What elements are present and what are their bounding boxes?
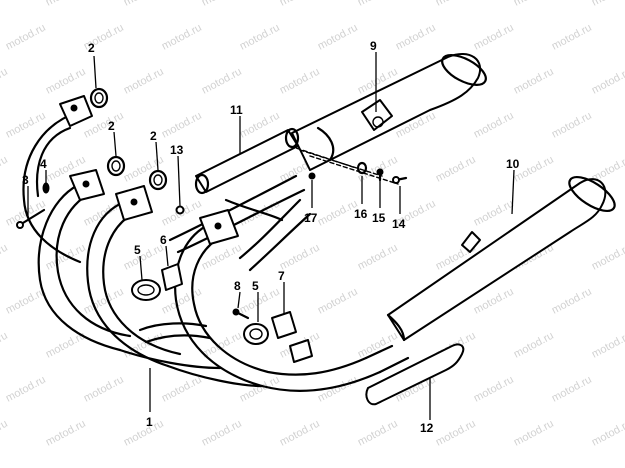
callout-7: 7 (278, 269, 285, 283)
lower-muffler (386, 175, 616, 342)
callout-11: 11 (230, 103, 243, 117)
watermark-text: motod.ru (0, 66, 10, 97)
watermark-text: motod.ru (4, 374, 48, 405)
watermark-text: motod.ru (122, 66, 166, 97)
watermark-text: motod.ru (0, 0, 10, 9)
watermark-text: motod.ru (512, 66, 556, 97)
watermark-text: motod.ru (316, 22, 360, 53)
callout-5b: 5 (252, 279, 259, 293)
watermark-text: motod.ru (512, 330, 556, 361)
watermark-text: motod.ru (122, 418, 166, 449)
watermark-text: motod.ru (472, 110, 516, 141)
watermark-text: motod.ru (200, 0, 244, 9)
watermark-text: motod.ru (472, 374, 516, 405)
watermark-text: motod.ru (122, 154, 166, 185)
callout-14: 14 (392, 217, 406, 231)
watermark-text: motod.ru (434, 418, 478, 449)
watermark-text: motod.ru (394, 22, 438, 53)
watermark-text: motod.ru (278, 418, 322, 449)
watermark-text: motod.ru (434, 154, 478, 185)
leader-lines (27, 52, 515, 420)
watermark-text: motod.ru (434, 0, 478, 9)
watermark-text: motod.ru (356, 0, 400, 9)
watermark-text: motod.ru (472, 22, 516, 53)
small-hardware (175, 161, 408, 215)
watermark-text: motod.ru (512, 0, 556, 9)
callout-10: 10 (506, 157, 520, 171)
watermark-text: motod.ru (590, 330, 625, 361)
watermark-text: motod.ru (122, 0, 166, 9)
callout-12: 12 (420, 421, 434, 435)
callout-9: 9 (370, 39, 377, 53)
crossover-bracket (194, 127, 300, 222)
callout-13: 13 (170, 143, 184, 157)
watermark-text: motod.ru (550, 110, 594, 141)
watermark-text: motod.ru (550, 22, 594, 53)
watermark-text: motod.ru (550, 374, 594, 405)
watermark-text: motod.ru (590, 66, 625, 97)
watermark-text: motod.ru (512, 418, 556, 449)
watermark-text: motod.ru (200, 242, 244, 273)
watermark-text: motod.ru (278, 242, 322, 273)
muffler-bracket (361, 99, 393, 131)
callout-15: 15 (372, 211, 386, 225)
watermark-text: motod.ru (44, 66, 88, 97)
header-pipes (22, 110, 410, 392)
watermark-text: motod.ru (356, 242, 400, 273)
watermark-text: motod.ru (200, 418, 244, 449)
watermark-text: motod.ru (590, 418, 625, 449)
bolt-8 (232, 308, 250, 320)
callout-1: 1 (146, 415, 153, 429)
watermark-text: motod.ru (0, 418, 10, 449)
watermark-text: motod.ru (238, 22, 282, 53)
callout-2b: 2 (108, 119, 115, 133)
watermark-text: motod.ru (160, 374, 204, 405)
watermark-text: motod.ru (0, 154, 10, 185)
callout-labels: 2 2 2 3 4 5 5 6 7 8 9 10 11 12 13 14 15 … (22, 39, 520, 435)
callout-2c: 2 (150, 129, 157, 143)
watermark-text: motod.ru (4, 286, 48, 317)
watermark-text: motod.ru (356, 330, 400, 361)
bolt-and-washer (16, 182, 50, 229)
watermark-text: motod.ru (200, 66, 244, 97)
gaskets (89, 87, 168, 191)
watermark-text: motod.ru (4, 22, 48, 53)
watermark-text: motod.ru (278, 0, 322, 9)
watermark-text: motod.ru (160, 22, 204, 53)
watermark-text: motod.ru (0, 242, 10, 273)
watermark-text: motod.ru (316, 286, 360, 317)
watermark-text: motod.ru (0, 330, 10, 361)
callout-8: 8 (234, 279, 241, 293)
callout-2a: 2 (88, 41, 95, 55)
header-flanges (59, 95, 239, 245)
callout-6: 6 (160, 233, 167, 247)
callout-3: 3 (22, 173, 29, 187)
watermark-text: motod.ru (356, 418, 400, 449)
watermark-text: motod.ru (82, 374, 126, 405)
watermark-text: motod.ru (278, 66, 322, 97)
watermark-text: motod.ru (550, 286, 594, 317)
callout-5a: 5 (134, 243, 141, 257)
callout-17: 17 (304, 211, 318, 225)
heat-shield (365, 343, 465, 406)
watermark-text: motod.ru (44, 0, 88, 9)
watermark-text: motod.ru (472, 198, 516, 229)
watermark-text: motod.ru (160, 110, 204, 141)
callout-16: 16 (354, 207, 368, 221)
watermark-text: motod.ru (238, 286, 282, 317)
watermark-text: motod.ru (44, 418, 88, 449)
watermark-text: motod.ru (590, 0, 625, 9)
watermark-text: motod.ru (590, 242, 625, 273)
callout-4: 4 (40, 157, 47, 171)
reference-lines (289, 145, 399, 185)
connector-tubes (131, 279, 269, 345)
